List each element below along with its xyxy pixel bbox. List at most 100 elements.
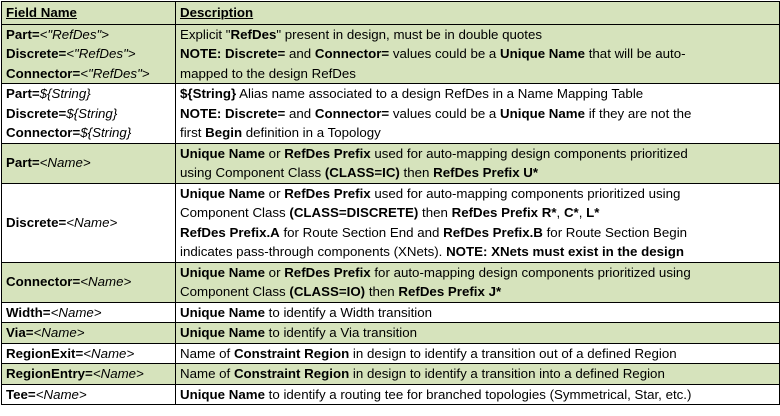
description-text: used for auto-mapping design components …	[370, 145, 688, 161]
field-key: RegionEntry=	[6, 366, 93, 381]
table-row: Connector=<Name> Unique Name or RefDes Pr…	[1, 261, 780, 303]
field-key: Connector=	[6, 65, 81, 81]
description-text: values could be a	[389, 105, 501, 121]
description-text: then	[418, 205, 452, 220]
description-text: to identify a routing tee for branched t…	[264, 386, 692, 402]
description-line: Unique Name to identify a Width transiti…	[180, 303, 775, 323]
description-bold-text: Unique Name	[180, 145, 265, 161]
field-name-line: Discrete=${String}	[6, 104, 171, 124]
field-value: ${String}	[66, 105, 118, 121]
field-name-cell: Connector=<Name>	[1, 261, 176, 303]
description-text: used for auto-mapping components priorit…	[370, 185, 681, 201]
description-text: values could be a	[389, 46, 501, 61]
description-text: definition in a Topology	[242, 125, 381, 140]
field-name-cell: RegionEntry=<Name>	[1, 363, 176, 385]
description-line: Unique Name or RefDes Prefix used for au…	[180, 184, 775, 204]
description-text: that will be auto-	[585, 46, 686, 61]
description-line: Component Class (CLASS=IO) then RefDes P…	[180, 282, 775, 302]
field-value: <Name>	[35, 386, 87, 402]
description-line: mapped to the design RefDes	[180, 64, 775, 84]
description-bold-text: RefDes Prefix	[284, 145, 371, 161]
description-line: Unique Name or RefDes Prefix for auto-ma…	[180, 263, 775, 283]
field-value: <Name>	[39, 155, 91, 171]
description-text: Name of	[180, 366, 234, 381]
field-name-line: Width=<Name>	[6, 303, 171, 323]
description-cell: ${String} Alias name associated to a des…	[175, 83, 780, 144]
field-name-cell: Via=<Name>	[1, 322, 176, 344]
description-line: using Component Class (CLASS=IC) then Re…	[180, 163, 775, 183]
field-value: ${String}	[39, 86, 91, 101]
description-cell: Name of Constraint Region in design to i…	[175, 342, 780, 364]
table-body: Part=<"RefDes">Discrete=<"RefDes">Connec…	[1, 23, 780, 405]
description-line: Unique Name to identify a Via transition	[180, 323, 775, 343]
description-line: first Begin definition in a Topology	[180, 123, 775, 143]
field-key: Tee=	[6, 386, 36, 402]
table-row: RegionExit=<Name>Name of Constraint Regi…	[1, 342, 780, 364]
description-line: Unique Name or RefDes Prefix used for au…	[180, 144, 775, 164]
field-value: <Name>	[66, 214, 118, 230]
description-text: Component Class	[180, 284, 290, 299]
field-name-line: Connector=${String}	[6, 123, 171, 143]
description-cell: Unique Name to identify a routing tee fo…	[175, 383, 780, 405]
description-bold-text: RefDes Prefix.B	[443, 224, 543, 240]
description-bold-text: Unique Name	[180, 264, 265, 280]
description-bold-text: NOTE: Discrete=	[180, 46, 286, 61]
field-key: Discrete=	[6, 214, 67, 230]
description-text: Name of	[180, 345, 234, 361]
description-bold-text: RefDes Prefix.A	[180, 224, 280, 240]
description-text: Component Class	[180, 205, 290, 220]
description-text: Alias name associated to a design RefDes…	[236, 86, 644, 101]
description-bold-text: Unique Name	[500, 46, 586, 61]
description-bold-text: RefDes Prefix J*	[398, 284, 502, 299]
field-name-line: Part=${String}	[6, 84, 171, 104]
description-cell: Unique Name or RefDes Prefix used for au…	[175, 142, 780, 184]
field-name-cell: Part=<Name>	[1, 142, 176, 184]
field-value: <Name>	[50, 304, 102, 320]
field-key: Width=	[6, 304, 51, 320]
field-key: Connector=	[6, 125, 81, 140]
field-name-header: Field Name	[1, 1, 176, 25]
field-name-line: Discrete=<Name>	[6, 213, 171, 233]
table-row: Via=<Name> Unique Name to identify a Via …	[1, 322, 780, 344]
table-row: Tee=<Name> Unique Name to identify a rout…	[1, 383, 780, 405]
description-text: ,	[556, 205, 564, 220]
field-value: <"RefDes">	[66, 46, 136, 61]
field-value: <"RefDes">	[80, 65, 150, 81]
field-name-cell: RegionExit=<Name>	[1, 342, 176, 364]
table-row: Discrete=<Name> Unique Name or RefDes Pre…	[1, 182, 780, 263]
table-row: Part=<Name> Unique Name or RefDes Prefix …	[1, 142, 780, 184]
description-text: first	[180, 125, 206, 140]
description-text: " present in design, must be in double q…	[276, 26, 543, 42]
field-value: <Name>	[83, 345, 135, 361]
field-key: Part=	[6, 86, 40, 101]
description-line: ${String} Alias name associated to a des…	[180, 84, 775, 104]
field-key: Part=	[6, 155, 40, 171]
description-bold-text: (CLASS=IC)	[324, 165, 400, 180]
field-key: Via=	[6, 325, 34, 340]
field-definition-table: Field Name Description Part=<"RefDes">Di…	[1, 1, 780, 405]
description-bold-text: Unique Name	[180, 185, 265, 201]
description-bold-text: Unique Name	[180, 325, 265, 340]
description-text: in design to identify a transition out o…	[349, 345, 677, 361]
field-name-line: Via=<Name>	[6, 323, 171, 343]
field-value: <Name>	[92, 366, 144, 381]
field-value: <Name>	[80, 274, 132, 290]
description-bold-text: Connector=	[314, 46, 390, 61]
field-value: <Name>	[33, 325, 85, 340]
description-line: Component Class (CLASS=DISCRETE) then Re…	[180, 203, 775, 223]
field-name-cell: Discrete=<Name>	[1, 182, 176, 263]
description-text: to identify a Via transition	[264, 325, 418, 340]
description-line: indicates pass-through components (XNets…	[180, 242, 775, 262]
description-text: in design to identify a transition into …	[349, 366, 665, 381]
field-name-line: Connector=<Name>	[6, 272, 171, 292]
description-text: for auto-mapping design components prior…	[370, 264, 691, 280]
table-row: Part=${String}Discrete=${String}Connecto…	[1, 83, 780, 144]
description-text: then	[399, 165, 434, 180]
description-cell: Unique Name to identify a Width transiti…	[175, 301, 780, 323]
field-value: ${String}	[80, 125, 132, 140]
description-bold-text: NOTE: Discrete=	[180, 105, 286, 121]
description-line: Name of Constraint Region in design to i…	[180, 364, 775, 384]
field-name-line: Discrete=<"RefDes">	[6, 44, 171, 64]
field-key: Discrete=	[6, 46, 67, 61]
field-name-line: Part=<Name>	[6, 153, 171, 173]
